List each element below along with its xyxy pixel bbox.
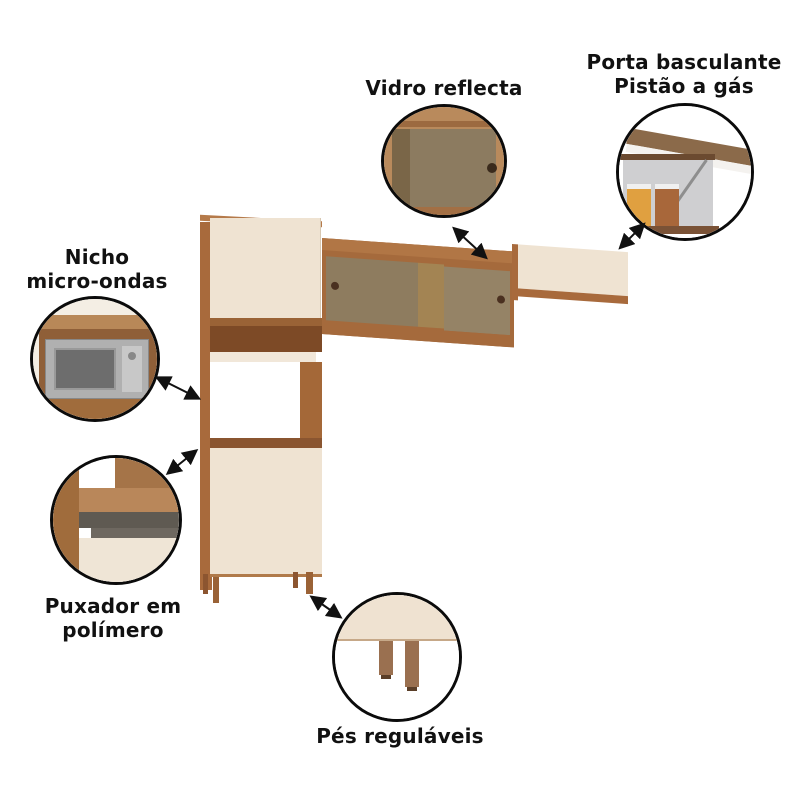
microwave-icon <box>45 339 149 399</box>
label-puxador-line1: Puxador em <box>44 594 182 618</box>
detail-circle-pes-regulaveis <box>332 592 462 722</box>
leg <box>306 572 313 594</box>
label-puxador-line2: polímero <box>62 618 164 642</box>
jar-brown <box>655 184 679 229</box>
label-vidro-reflecta-line1: Vidro reflecta <box>365 76 523 100</box>
label-nicho-line1: Nicho <box>64 245 130 269</box>
label-porta-basculante-line1: Porta basculante <box>586 50 782 74</box>
adjustable-foot-1 <box>379 641 393 675</box>
label-vidro-reflecta: Vidro reflecta <box>356 76 532 100</box>
detail-circle-vidro-reflecta <box>381 104 507 218</box>
label-puxador-polimero: Puxador em polímero <box>28 594 198 642</box>
label-porta-basculante-line2: Pistão a gás <box>614 74 754 98</box>
arrow-vidro <box>452 226 488 260</box>
tall-unit-top-door <box>210 218 321 318</box>
door-knob-icon <box>487 163 497 173</box>
glass-door-detail <box>410 129 496 207</box>
leg <box>203 574 208 594</box>
microwave-niche <box>210 362 300 438</box>
leg <box>213 577 219 603</box>
arrow-puxador <box>165 449 199 475</box>
label-pes-line1: Pés reguláveis <box>316 724 484 748</box>
arrow-pes <box>309 595 343 619</box>
arrow-nicho <box>154 376 202 400</box>
tall-unit-bottom-door <box>210 448 322 574</box>
polymer-handle-detail <box>79 512 179 528</box>
jar-orange <box>627 184 651 229</box>
label-nicho-line2: micro-ondas <box>26 269 168 293</box>
label-porta-basculante: Porta basculante Pistão a gás <box>578 50 790 98</box>
upper-niche <box>210 326 322 352</box>
leg <box>293 572 298 588</box>
detail-circle-puxador-polimero <box>50 455 182 585</box>
arrow-basculante <box>618 222 646 250</box>
label-nicho-micro-ondas: Nicho micro-ondas <box>12 245 182 293</box>
tall-unit-side <box>200 222 212 590</box>
detail-circle-nicho-micro-ondas <box>30 296 160 422</box>
detail-circle-porta-basculante <box>616 103 754 241</box>
label-pes-regulaveis: Pés reguláveis <box>300 724 500 748</box>
adjustable-foot-2 <box>405 641 419 687</box>
